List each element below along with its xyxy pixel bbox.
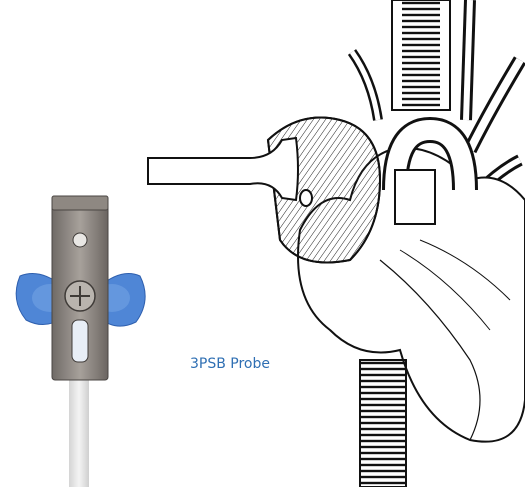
trachea	[392, 0, 450, 110]
flow-probe-connector	[148, 138, 298, 200]
descending-aorta	[360, 360, 406, 487]
heart-illustration	[148, 0, 525, 487]
probe-caption: 3PSB Probe	[190, 356, 270, 372]
flow-probe-cuff	[395, 170, 435, 224]
probe-photo	[16, 196, 145, 487]
